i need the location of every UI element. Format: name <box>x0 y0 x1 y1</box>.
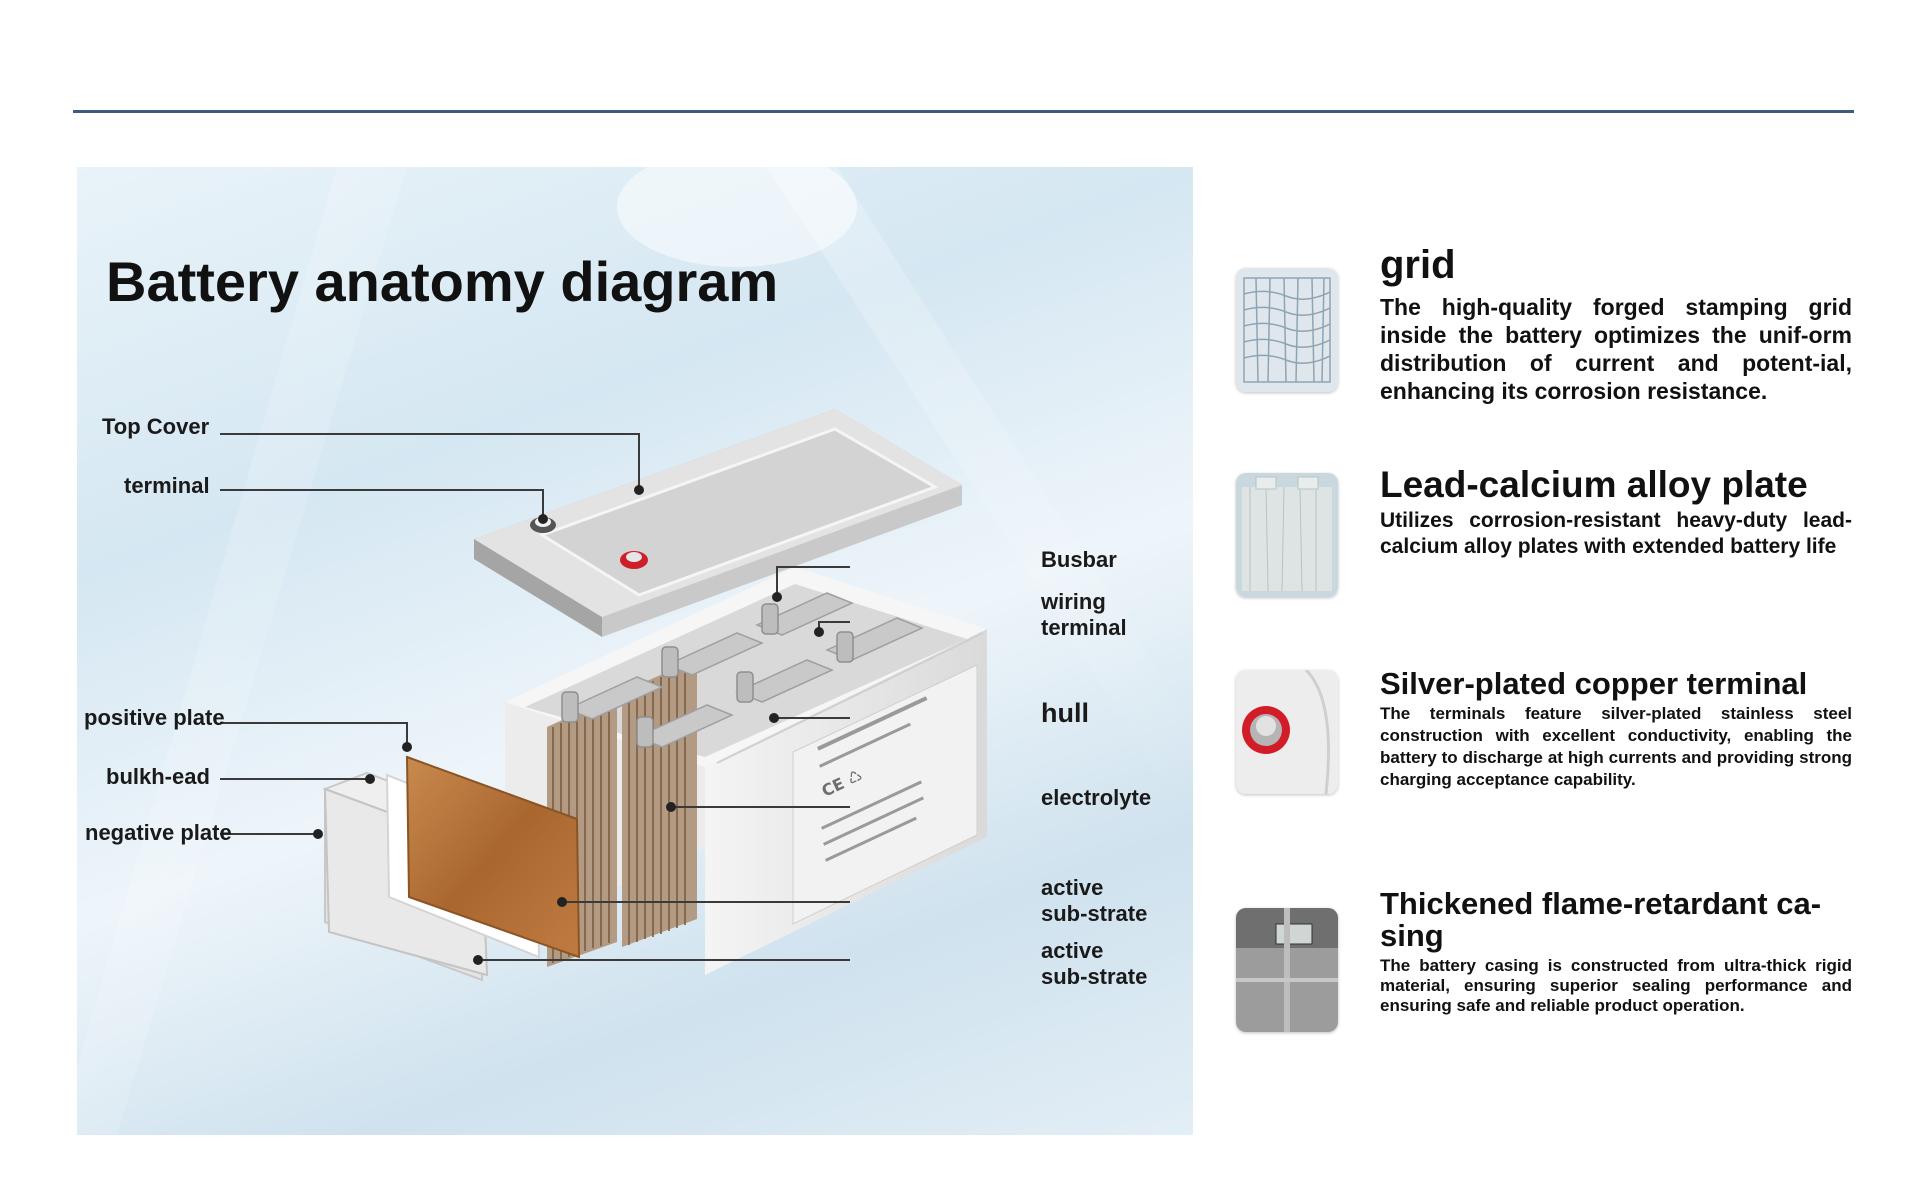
label-positive-plate: positive plate <box>84 705 225 730</box>
copper-terminal-thumbnail-icon <box>1236 670 1338 794</box>
light-ray <box>767 167 1193 827</box>
light-ray <box>77 167 407 1135</box>
busbars <box>565 592 924 748</box>
alloy-plate-thumbnail-icon <box>1236 473 1338 597</box>
feature-casing-description: The battery casing is constructed from u… <box>1380 956 1852 1015</box>
feature-alloy-plate-description: Utilizes corrosion-resistant heavy-duty … <box>1380 509 1852 558</box>
label-active-substrate-b: active sub-strate <box>1041 938 1148 989</box>
label-terminal: terminal <box>124 473 210 498</box>
label-electrolyte: electrolyte <box>1041 785 1152 810</box>
diagram-title: Battery anatomy diagram <box>106 250 779 313</box>
label-busbar: Busbar <box>1041 547 1117 572</box>
light-flare <box>617 167 857 267</box>
top-cover <box>474 409 962 637</box>
feature-copper-terminal-description: The terminals feature silver-plated stai… <box>1380 704 1852 789</box>
battery-illustration: CE ♺ <box>77 167 1193 1135</box>
casing-thumbnail-icon <box>1236 908 1338 1032</box>
label-negative-plate: negative plate <box>85 820 232 845</box>
positive-plate-shape <box>405 755 581 959</box>
label-active-substrate-a: active sub-strate <box>1041 875 1148 926</box>
feature-grid-description: The high-quality forged stamping grid in… <box>1380 294 1852 404</box>
label-bulkhead: bulkh-ead <box>106 764 210 789</box>
battery-diagram-panel: CE ♺ <box>77 167 1193 1135</box>
label-hull: hull <box>1041 698 1089 728</box>
header-rule <box>73 110 1854 113</box>
label-top-cover: Top Cover <box>102 414 210 439</box>
posts <box>561 603 854 748</box>
battery-case: CE ♺ <box>505 567 987 975</box>
feature-copper-terminal-title: Silver-plated copper terminal <box>1380 666 1808 701</box>
label-wiring-terminal: wiring terminal <box>1041 589 1127 640</box>
grid-thumbnail-icon <box>1236 268 1338 392</box>
feature-alloy-plate-title: Lead-calcium alloy plate <box>1380 464 1808 505</box>
leader-dots <box>313 485 824 965</box>
feature-casing-title: Thickened flame-retardant ca-sing <box>1380 886 1822 953</box>
leader-lines <box>220 433 850 961</box>
feature-grid-title: grid <box>1380 243 1456 287</box>
